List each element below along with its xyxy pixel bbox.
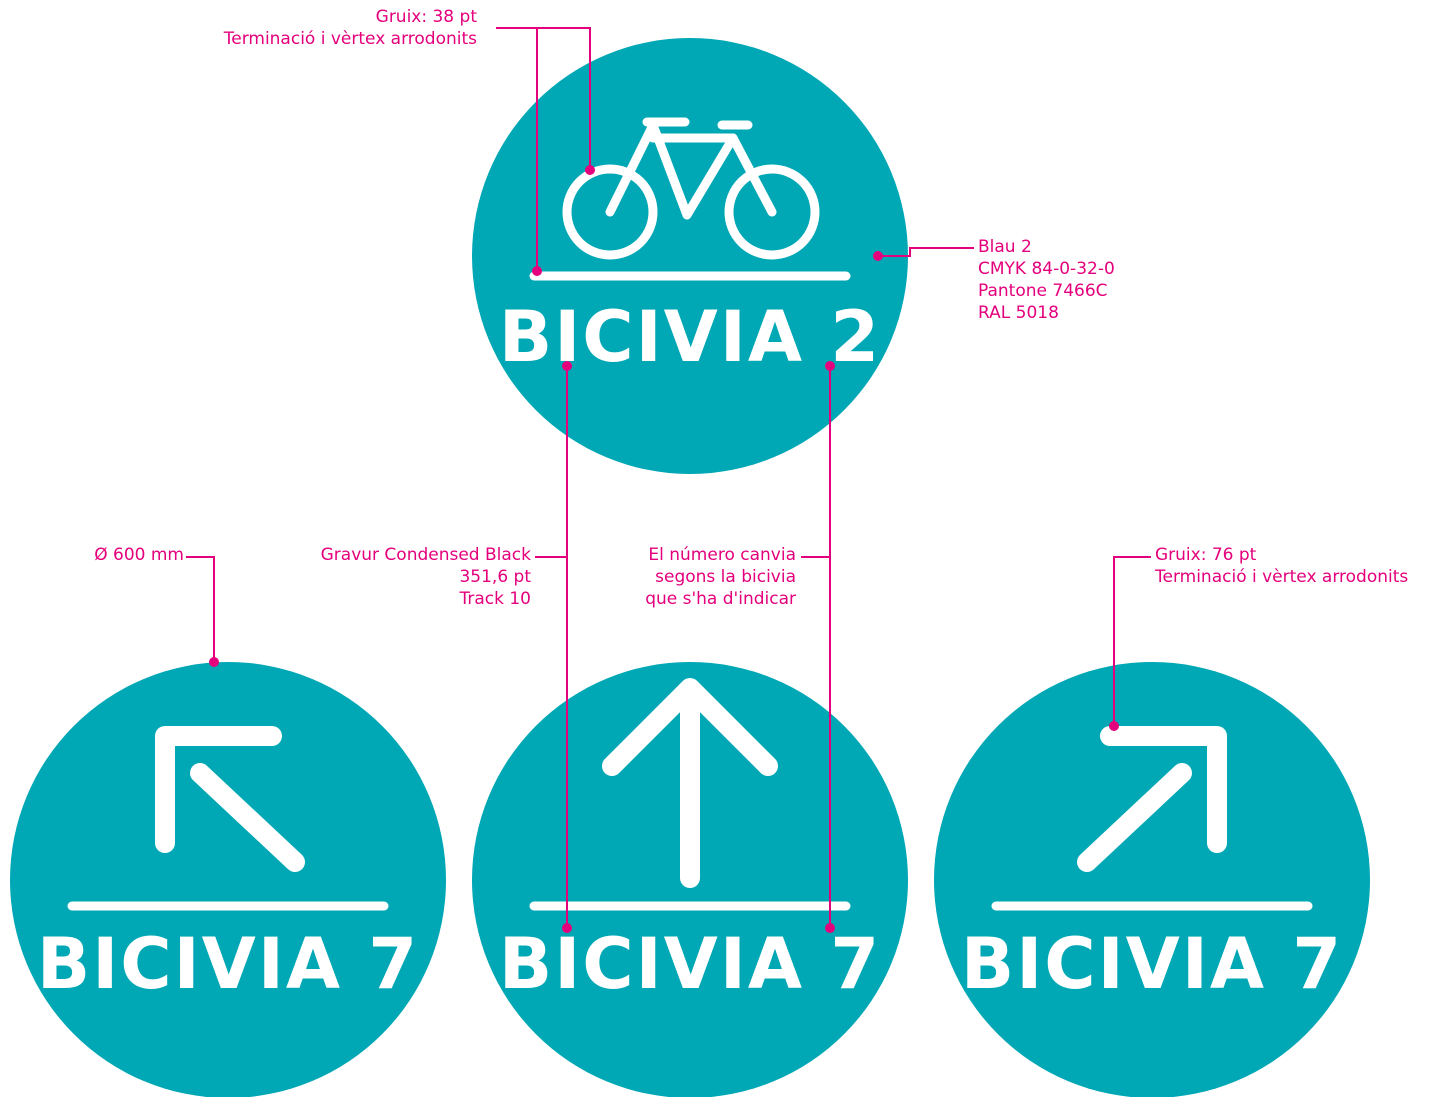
sign-top: BICIVIA 2 — [472, 38, 908, 474]
annotation-stroke-thin-line1: Gruix: 38 pt — [375, 7, 477, 27]
annotation-stroke-thin-line2: Terminació i vèrtex arrodonits — [223, 29, 477, 49]
annotation-number-line2: segons la bicivia — [655, 567, 796, 587]
sign-left-disc — [10, 662, 446, 1097]
sign-top-label: BICIVIA 2 — [499, 296, 881, 378]
annotation-leaders — [186, 27, 1151, 928]
annotation-number-line3: que s'ha d'indicar — [645, 589, 796, 609]
annotation-color-ral: RAL 5018 — [978, 303, 1059, 323]
annotation-stroke-thin: Gruix: 38 pt Terminació i vèrtex arrodon… — [224, 6, 477, 50]
sign-top-disc — [472, 38, 908, 474]
arrow-up-right-icon — [1077, 726, 1227, 872]
dot-number-bottom — [825, 923, 835, 933]
bicycle-icon — [562, 117, 820, 260]
sign-left-label: BICIVIA 7 — [37, 923, 419, 1005]
dot-typeface-bottom — [562, 923, 572, 933]
annotation-typeface-name: Gravur Condensed Black — [320, 545, 531, 565]
leader-stroke-thick — [1113, 556, 1151, 726]
annotation-number-line1: El número canvia — [648, 545, 796, 565]
dot-stroke-thick — [1109, 721, 1119, 731]
dot-color — [873, 251, 883, 261]
annotation-color-name: Blau 2 — [978, 237, 1032, 257]
dot-rule — [532, 266, 542, 276]
sign-center: BICIVIA 7 — [472, 662, 908, 1097]
annotation-color-pantone: Pantone 7466C — [978, 281, 1108, 301]
annotation-typeface-track: Track 10 — [459, 589, 531, 609]
leader-diameter — [186, 556, 215, 662]
dot-bike-wheel — [585, 165, 595, 175]
dot-diameter — [209, 657, 219, 667]
annotation-color-spec: Blau 2 CMYK 84-0-32-0 Pantone 7466C RAL … — [978, 236, 1115, 324]
sign-right-label: BICIVIA 7 — [961, 923, 1343, 1005]
annotation-color-cmyk: CMYK 84-0-32-0 — [978, 259, 1115, 279]
leader-stroke-thin-bike — [537, 27, 591, 170]
annotation-stroke-thick-line1: Gruix: 76 pt — [1155, 545, 1257, 565]
annotation-typeface: Gravur Condensed Black 351,6 pt Track 10 — [321, 544, 531, 610]
arrow-up-left-icon — [155, 726, 305, 872]
arrow-up-icon — [602, 678, 778, 888]
dot-number-top — [825, 361, 835, 371]
sign-right: BICIVIA 7 — [934, 662, 1370, 1097]
annotation-diameter: Ø 600 mm — [94, 544, 184, 566]
dot-typeface-top — [562, 361, 572, 371]
sign-left: BICIVIA 7 — [10, 662, 446, 1097]
annotation-stroke-thick-line2: Terminació i vèrtex arrodonits — [1155, 567, 1409, 587]
annotation-dots — [209, 165, 1119, 933]
leader-color — [878, 247, 974, 257]
sign-center-label: BICIVIA 7 — [499, 923, 881, 1005]
annotation-stroke-thick: Gruix: 76 pt Terminació i vèrtex arrodon… — [1155, 544, 1408, 588]
sign-right-disc — [934, 662, 1370, 1097]
annotation-number-note: El número canvia segons la bicivia que s… — [645, 544, 796, 610]
annotation-typeface-size: 351,6 pt — [459, 567, 531, 587]
annotation-diameter-line1: Ø 600 mm — [94, 545, 184, 565]
